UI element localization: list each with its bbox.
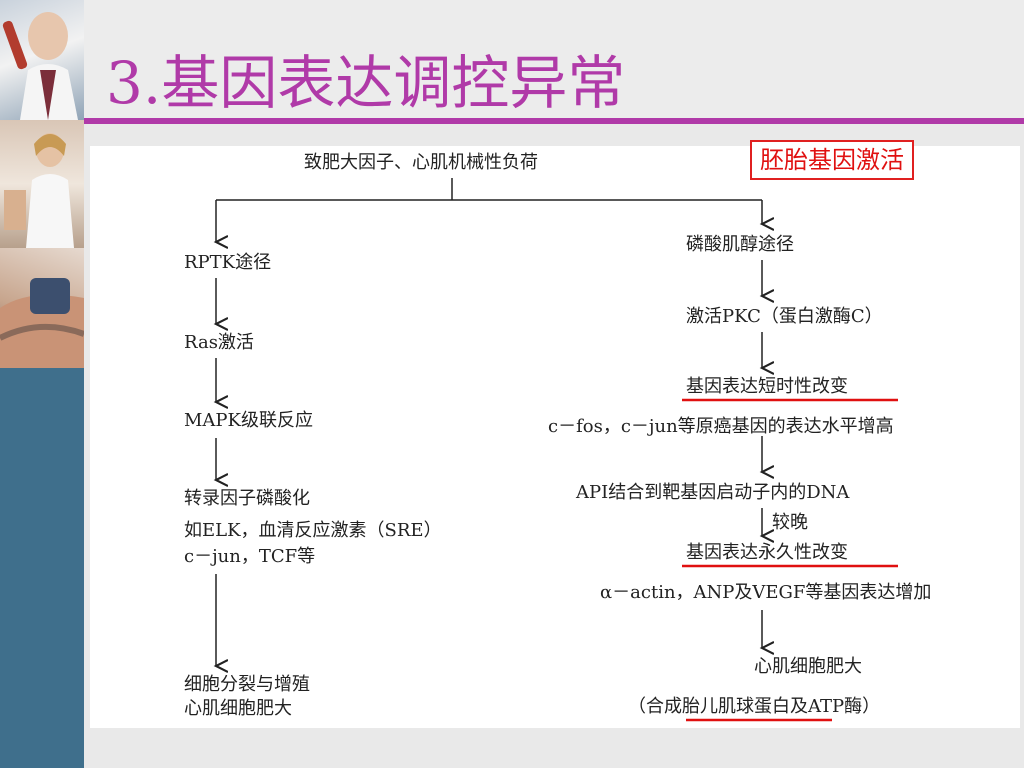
slide-title: 3.基因表达调控异常 [106, 49, 626, 117]
left-ras-node: Ras激活 [184, 332, 254, 353]
right-pkc-node: 激活PKC（蛋白激酶C） [686, 306, 883, 327]
right-api-binding-node: API结合到靶基因启动子内的DNA [576, 482, 850, 503]
left-tf-line1: 转录因子磷酸化 [184, 488, 310, 509]
right-gene-expression-node: α－actin，ANP及VEGF等基因表达增加 [600, 582, 932, 603]
right-delay-label: 较晚 [772, 512, 808, 533]
doctor-photo-1 [0, 0, 84, 120]
top-node: 致肥大因子、心肌机械性负荷 [304, 152, 538, 173]
blood-pressure-photo [0, 248, 84, 368]
diagram-panel: 胚胎基因激活 致肥大因子、心肌机械性负荷 RPTK途径 Ras激活 MAPK级联… [90, 140, 1020, 728]
right-oncogene-node: c－fos，c－jun等原癌基因的表达水平增高 [548, 416, 894, 437]
embryonic-gene-activation-label: 胚胎基因激活 [750, 140, 914, 180]
left-outcome-line1: 细胞分裂与增殖 [184, 674, 310, 695]
left-tf-line3: c－jun，TCF等 [184, 546, 316, 567]
right-synthesis-node: （合成胎儿肌球蛋白及ATP酶） [628, 696, 881, 717]
left-rptk-node: RPTK途径 [184, 252, 272, 273]
title-area [84, 0, 1024, 122]
right-phosphoinositide-node: 磷酸肌醇途径 [686, 234, 794, 255]
right-hypertrophy-node: 心肌细胞肥大 [754, 656, 862, 677]
right-short-term-change-node: 基因表达短时性改变 [686, 376, 848, 397]
doctor-photo-2 [0, 120, 84, 248]
title-underline [84, 118, 1024, 124]
right-permanent-change-node: 基因表达永久性改变 [686, 542, 848, 563]
left-outcome-line2: 心肌细胞肥大 [184, 698, 292, 719]
left-mapk-node: MAPK级联反应 [184, 410, 313, 431]
flow-connectors [90, 178, 898, 722]
left-tf-line2: 如ELK，血清反应激素（SRE） [184, 520, 442, 541]
